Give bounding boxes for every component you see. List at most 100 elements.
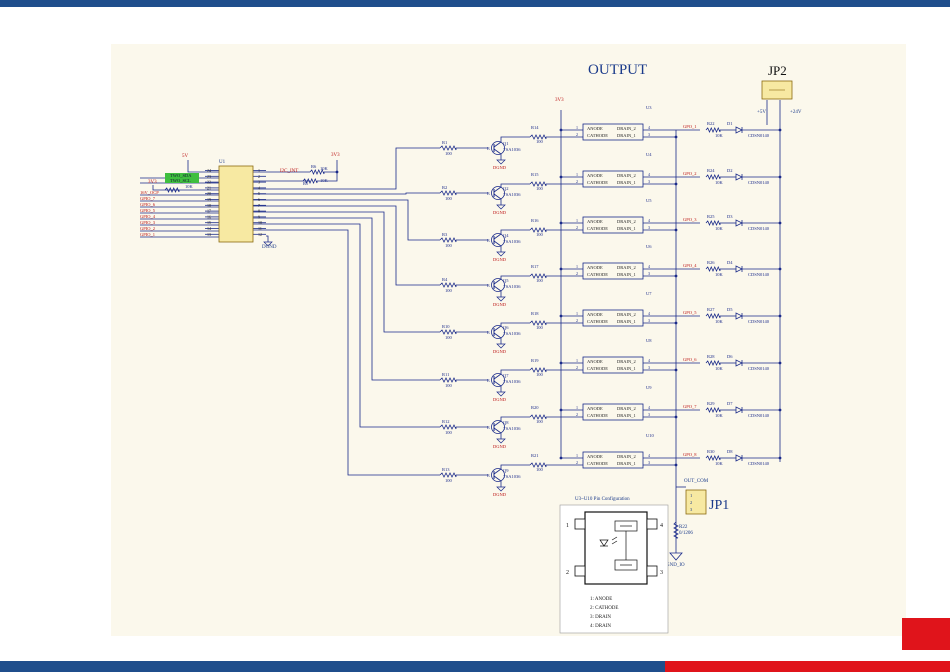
transistor-ref: Q6 — [503, 325, 509, 330]
opto-pin-2: 2 — [576, 179, 578, 184]
opto-pin-2: 2 — [576, 412, 578, 417]
diode-ref: D5 — [727, 307, 733, 312]
pkg-pin-1-label: 1 — [566, 523, 569, 529]
optomos-relay — [582, 216, 644, 234]
rail-24v-junction — [778, 314, 782, 318]
top-accent-bar — [0, 0, 950, 7]
base-resistor-value: 100 — [445, 335, 453, 340]
led-resistor — [705, 313, 721, 319]
jp1-label: JP1 — [709, 498, 729, 513]
led-resistor-value: 10K — [715, 461, 724, 466]
rail-24v-junction — [778, 267, 782, 271]
diode-icon — [735, 126, 743, 134]
base-resistor-ref: R2 — [442, 185, 447, 190]
pin-legend-4: 4: DRAIN — [590, 624, 611, 629]
base-resistor-ref: R10 — [442, 324, 450, 329]
dgnd-label: DGND — [493, 349, 507, 354]
diode-icon — [735, 312, 743, 320]
diode-part: CDSN0140 — [748, 180, 770, 185]
base-resistor — [439, 282, 457, 288]
opto-pin-2: 2 — [576, 225, 578, 230]
opto-pin-drain2: DRAIN_2 — [617, 265, 636, 270]
expander-left-pin-num: 13 — [207, 232, 211, 237]
diode-icon — [735, 265, 743, 273]
opto-pin-4: 4 — [648, 264, 650, 269]
transistor-emitter — [493, 332, 502, 339]
expander-left-pin-num: 16 — [207, 214, 211, 219]
i2c-net-highlight — [165, 173, 199, 178]
transistor-q — [491, 141, 505, 155]
dgnd-label: DGND — [493, 165, 507, 170]
opto-pin-1: 1 — [576, 172, 578, 177]
int-pullup-value: 10K — [320, 166, 329, 171]
optomos-relay — [582, 356, 644, 374]
collector-resistor-ref: R21 — [531, 453, 539, 458]
transistor-part: TSA1036 — [503, 331, 521, 336]
transistor-part: TSA1036 — [503, 239, 521, 244]
expander-3v3-label: 3V3 — [148, 180, 157, 185]
jp2-pin-24v: +24V — [790, 110, 802, 115]
i2c-net-highlight — [165, 178, 199, 183]
expander-right-pin-num: 1 — [258, 168, 260, 173]
transistor-collector — [493, 233, 502, 240]
gpo-label: GPO_2 — [683, 171, 697, 176]
collector-wire — [500, 322, 530, 326]
expander-right-pin-num: 9 — [258, 214, 260, 219]
expander-right-pin-num: 2 — [258, 174, 260, 179]
transistor-base-pin: B — [487, 425, 490, 430]
led-resistor — [705, 360, 721, 366]
led-resistor — [705, 266, 721, 272]
expander-left-pin-num: 20 — [207, 191, 211, 196]
collector-wire — [500, 183, 530, 187]
opto-pin-4: 4 — [648, 311, 650, 316]
pkg-pin-3-label: 3 — [660, 570, 663, 576]
transistor-q — [491, 278, 505, 292]
base-drive-wire — [253, 192, 440, 195]
diode-ref: D7 — [727, 401, 733, 406]
expander-input-net: GPIO_4 — [140, 214, 156, 219]
base-resistor-value: 100 — [445, 196, 453, 201]
optomos-relay — [582, 170, 644, 188]
opto-pin-drain2: DRAIN_2 — [617, 406, 636, 411]
expander-5v-label: 5V — [182, 154, 189, 159]
int-pullup-resistor — [309, 169, 325, 175]
expander-right-pin-num: 3 — [258, 180, 260, 185]
base-resistor — [439, 377, 457, 383]
com-junction — [674, 182, 678, 186]
transistor-collector — [493, 141, 502, 148]
expander-right-pin-num: 10 — [258, 220, 262, 225]
opto-pin-3: 3 — [648, 225, 650, 230]
transistor-collector — [493, 420, 502, 427]
diode-icon — [735, 219, 743, 227]
base-resistor-value: 100 — [445, 478, 453, 483]
com-resistor — [673, 521, 679, 539]
base-drive-wire — [253, 147, 440, 190]
dgnd-label: DGND — [493, 210, 507, 215]
jp1-pin-3: 3 — [690, 507, 693, 512]
base-drive-wire — [253, 223, 440, 428]
collector-resistor — [529, 181, 547, 187]
expander-right-pin-num: 6 — [258, 197, 260, 202]
opto-pin-cathode: CATHODE — [587, 226, 608, 231]
expander-right-pin-num: 8 — [258, 209, 260, 214]
opto-pin-3: 3 — [648, 460, 650, 465]
base-resistor-value: 100 — [445, 288, 453, 293]
opto-pin-anode: ANODE — [587, 219, 603, 224]
opto-pin-4: 4 — [648, 125, 650, 130]
expander-right-pin-num: 7 — [258, 203, 260, 208]
int-pullup-ref: R6 — [311, 164, 317, 169]
gpo-label: GPO_5 — [683, 310, 697, 315]
led-resistor — [705, 407, 721, 413]
led-resistor-value: 10K — [715, 319, 724, 324]
led-resistor — [705, 220, 721, 226]
transistor-ref: Q7 — [503, 373, 509, 378]
jp2-pin-5v: +5V — [757, 110, 766, 115]
opto-pin-drain2: DRAIN_2 — [617, 359, 636, 364]
transistor-ref: Q4 — [503, 233, 509, 238]
jp1-pin-1: 1 — [690, 493, 692, 498]
dgnd-symbol — [496, 251, 506, 257]
collector-wire — [500, 275, 530, 279]
collector-resistor-ref: R16 — [531, 218, 539, 223]
transistor-ref: Q2 — [503, 186, 509, 191]
dgnd-label: DGND — [493, 302, 507, 307]
